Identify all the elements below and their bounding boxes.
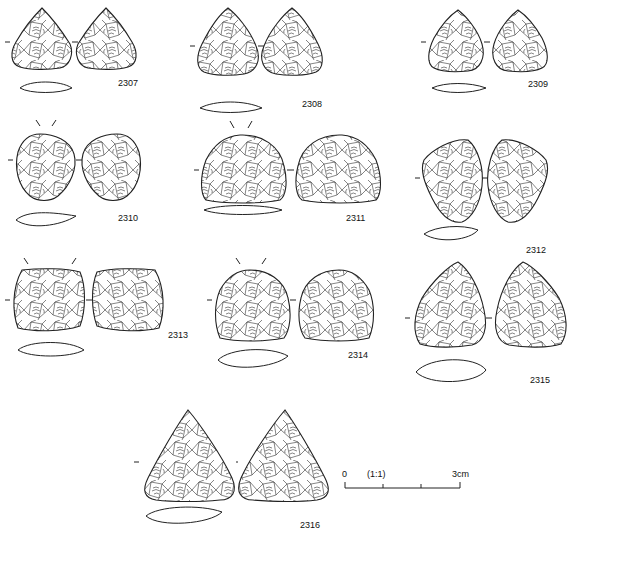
specimen-number: 2311: [346, 214, 365, 223]
front-view: [415, 262, 486, 347]
front-view: [12, 8, 72, 69]
scale-bar: [345, 482, 460, 488]
scale-label: 0: [342, 470, 347, 479]
front-view: [17, 134, 76, 201]
cross-section: [146, 507, 222, 523]
specimen-number: 2307: [118, 79, 138, 88]
scale-label: (1:1): [367, 470, 386, 479]
specimen-number: 2309: [528, 80, 548, 89]
front-view: [202, 135, 287, 203]
back-view: [299, 270, 374, 341]
specimen-number: 2316: [300, 521, 320, 530]
front-view: [422, 140, 482, 222]
cross-section: [424, 227, 478, 240]
cross-section: [218, 350, 288, 368]
back-view: [488, 140, 548, 222]
specimen-number: 2308: [302, 100, 322, 109]
back-view: [496, 262, 567, 347]
specimen-number: 2312: [526, 246, 546, 255]
back-view: [493, 10, 548, 72]
cross-section: [416, 360, 486, 382]
back-view: [82, 134, 141, 201]
cross-section: [200, 102, 262, 113]
front-view: [429, 10, 484, 72]
cross-sections: [16, 82, 486, 523]
cross-section: [16, 213, 76, 226]
back-view: [262, 8, 323, 75]
section-ticks: [5, 42, 492, 462]
back-view: [93, 269, 164, 331]
specimen-number: 2310: [118, 214, 138, 223]
front-view: [216, 270, 291, 341]
cross-section: [18, 343, 84, 357]
front-view: [14, 269, 85, 331]
back-view: [296, 135, 381, 203]
back-view: [239, 410, 329, 502]
cross-section: [432, 84, 486, 93]
specimen-number: 2315: [530, 376, 550, 385]
scale-label: 3cm: [452, 470, 469, 479]
cross-section: [20, 82, 72, 93]
back-view: [76, 8, 136, 69]
specimen-number: 2314: [348, 351, 368, 360]
front-view: [145, 410, 235, 502]
cross-section: [204, 206, 282, 215]
specimen-number: 2313: [168, 331, 188, 340]
front-view: [198, 8, 259, 75]
